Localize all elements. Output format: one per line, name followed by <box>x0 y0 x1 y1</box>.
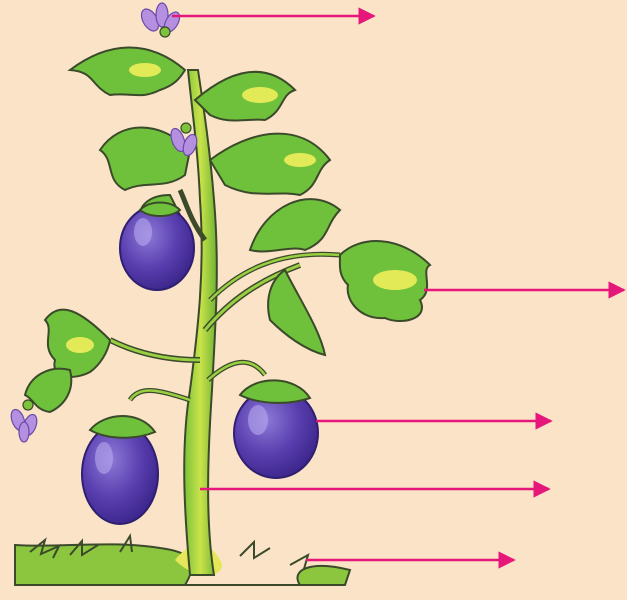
fruit-left <box>82 424 158 524</box>
leaf-top-left <box>70 48 185 96</box>
leaf-lower-right <box>268 270 325 355</box>
root-group <box>15 536 350 585</box>
fruit-upper <box>120 206 194 290</box>
flower-top <box>138 3 183 37</box>
leaves-group <box>25 48 430 413</box>
leaf-mid-right <box>250 199 340 251</box>
flower-left <box>9 400 40 442</box>
